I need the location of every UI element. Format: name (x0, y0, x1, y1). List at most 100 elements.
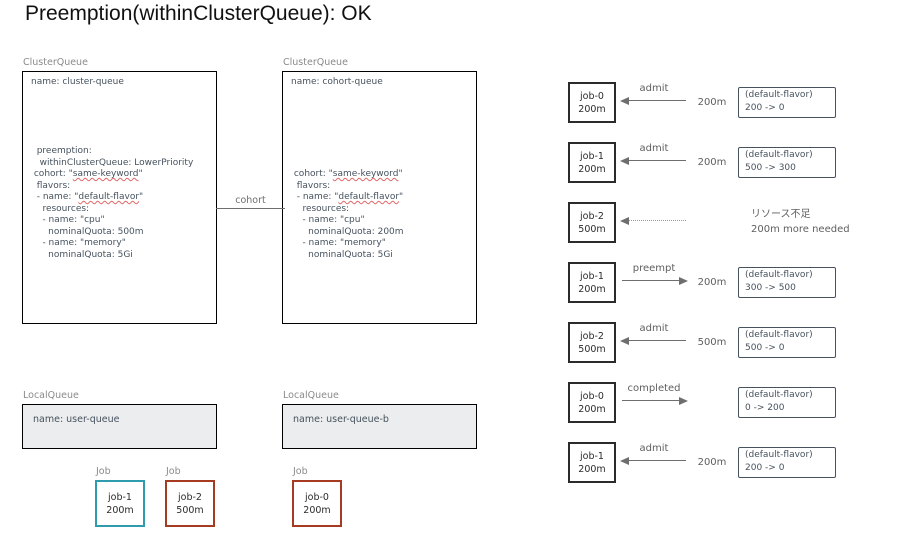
arrow-completed: completed (620, 382, 688, 423)
flavor-quota-box: (default-flavor)0 -> 200 (738, 387, 836, 418)
arrow-head-icon (620, 336, 629, 345)
flavor-name: (default-flavor) (745, 150, 813, 160)
arrow-admit: admit (620, 322, 688, 363)
cohort-queue-box: name: cohort-queue cohort: "same-keyword… (282, 71, 477, 324)
flavor-quota-box: (default-flavor) 300 -> 500 (738, 267, 836, 298)
arrow-label: completed (627, 383, 681, 394)
cluster-queue-type-label: ClusterQueue (23, 57, 88, 68)
cohort-queue-section: ClusterQueue name: cohort-queue cohort: … (282, 57, 477, 324)
transfer-amount: 200m (697, 457, 727, 468)
flavor-change: 200 -> 0 (745, 462, 785, 473)
job-type-label: Job (96, 466, 111, 477)
misspelled-word: same-keyword (72, 169, 139, 179)
flavor-change: 500 -> 0 (745, 342, 785, 353)
arrow-label: admit (639, 323, 669, 334)
arrow-label: preempt (632, 263, 676, 274)
transfer-amount: 500m (697, 337, 727, 348)
flavor-name: (default-flavor) (745, 330, 813, 340)
job-name: job-1 (580, 150, 604, 162)
flavor-change: 300 -> 500 (745, 282, 796, 293)
cluster-queue-box: name: cluster-queue preemption: withinCl… (22, 71, 217, 324)
local-queue-section: LocalQueue name: user-queue (22, 390, 217, 449)
arrow-dotted (620, 202, 688, 243)
arrow-line (628, 460, 686, 461)
arrow-head-icon (679, 396, 688, 405)
misspelled-word: default-flavor (338, 192, 400, 202)
arrow-line (628, 340, 686, 341)
job-quantity: 200m (303, 504, 331, 516)
arrow-label: admit (639, 83, 669, 94)
local-queue-name: name: user-queue (33, 414, 120, 425)
cohort-link-line (216, 208, 285, 209)
job-name: job-1 (580, 450, 604, 462)
arrow-admit: admit (620, 442, 688, 483)
job-quantity: 200m (578, 463, 606, 475)
local-queue-b-type-label: LocalQueue (283, 390, 339, 401)
transfer-amount: 200m (697, 277, 727, 288)
job-quantity: 500m (578, 343, 606, 355)
job-name: job-0 (305, 491, 329, 503)
cluster-queue-section: ClusterQueue name: cluster-queue preempt… (22, 57, 217, 324)
job-quantity: 200m (578, 403, 606, 415)
flavor-name: (default-flavor) (745, 450, 813, 460)
arrow-preempt: preempt (620, 262, 688, 303)
arrow-head-icon (679, 276, 688, 285)
job-type-label: Job (166, 466, 181, 477)
flavor-quota-box: (default-flavor) 500 -> 0 (738, 327, 836, 358)
page-title: Preemption(withinClusterQueue): OK (25, 2, 372, 25)
job-name: job-1 (580, 270, 604, 282)
cohort-queue-yaml: name: cohort-queue cohort: "same-keyword… (291, 77, 404, 260)
arrow-line (628, 160, 686, 161)
arrow-admit: admit (620, 142, 688, 183)
transfer-amount: 200m (697, 157, 727, 168)
local-queue-b-section: LocalQueue name: user-queue-b (282, 390, 477, 449)
arrow-head-icon (620, 96, 629, 105)
arrow-line (628, 220, 686, 221)
job-name: job-1 (108, 491, 132, 503)
job-type-label: Job (293, 466, 308, 477)
cohort-queue-type-label: ClusterQueue (283, 57, 348, 68)
cluster-queue-yaml: name: cluster-queue preemption: withinCl… (31, 77, 194, 260)
arrow-head-icon (620, 156, 629, 165)
arrow-line (628, 100, 686, 101)
arrow-label: admit (639, 443, 669, 454)
misspelled-word: same-keyword (332, 169, 399, 179)
job-name: job-2 (178, 491, 202, 503)
arrow-line (622, 400, 680, 401)
job-name: job-2 (580, 330, 604, 342)
local-queue-b-name: name: user-queue-b (293, 414, 389, 425)
job-name: job-2 (580, 210, 604, 222)
flavor-quota-box: (default-flavor)200 -> 0 (738, 87, 836, 118)
arrow-label: admit (639, 143, 669, 154)
cohort-link-label: cohort (235, 195, 266, 206)
arrow-head-icon (620, 216, 629, 225)
job-quantity: 200m (578, 283, 606, 295)
arrow-head-icon (620, 456, 629, 465)
flavor-change: 0 -> 200 (745, 402, 785, 413)
flavor-name: (default-flavor) (745, 270, 813, 280)
local-queue-b-box: name: user-queue-b (282, 404, 477, 449)
transfer-amount: 200m (697, 97, 727, 108)
job-name: job-0 (580, 90, 604, 102)
local-queue-type-label: LocalQueue (23, 390, 79, 401)
local-queue-box: name: user-queue (22, 404, 217, 449)
note-line: リソース不足 (751, 209, 811, 220)
job-quantity: 200m (578, 163, 606, 175)
